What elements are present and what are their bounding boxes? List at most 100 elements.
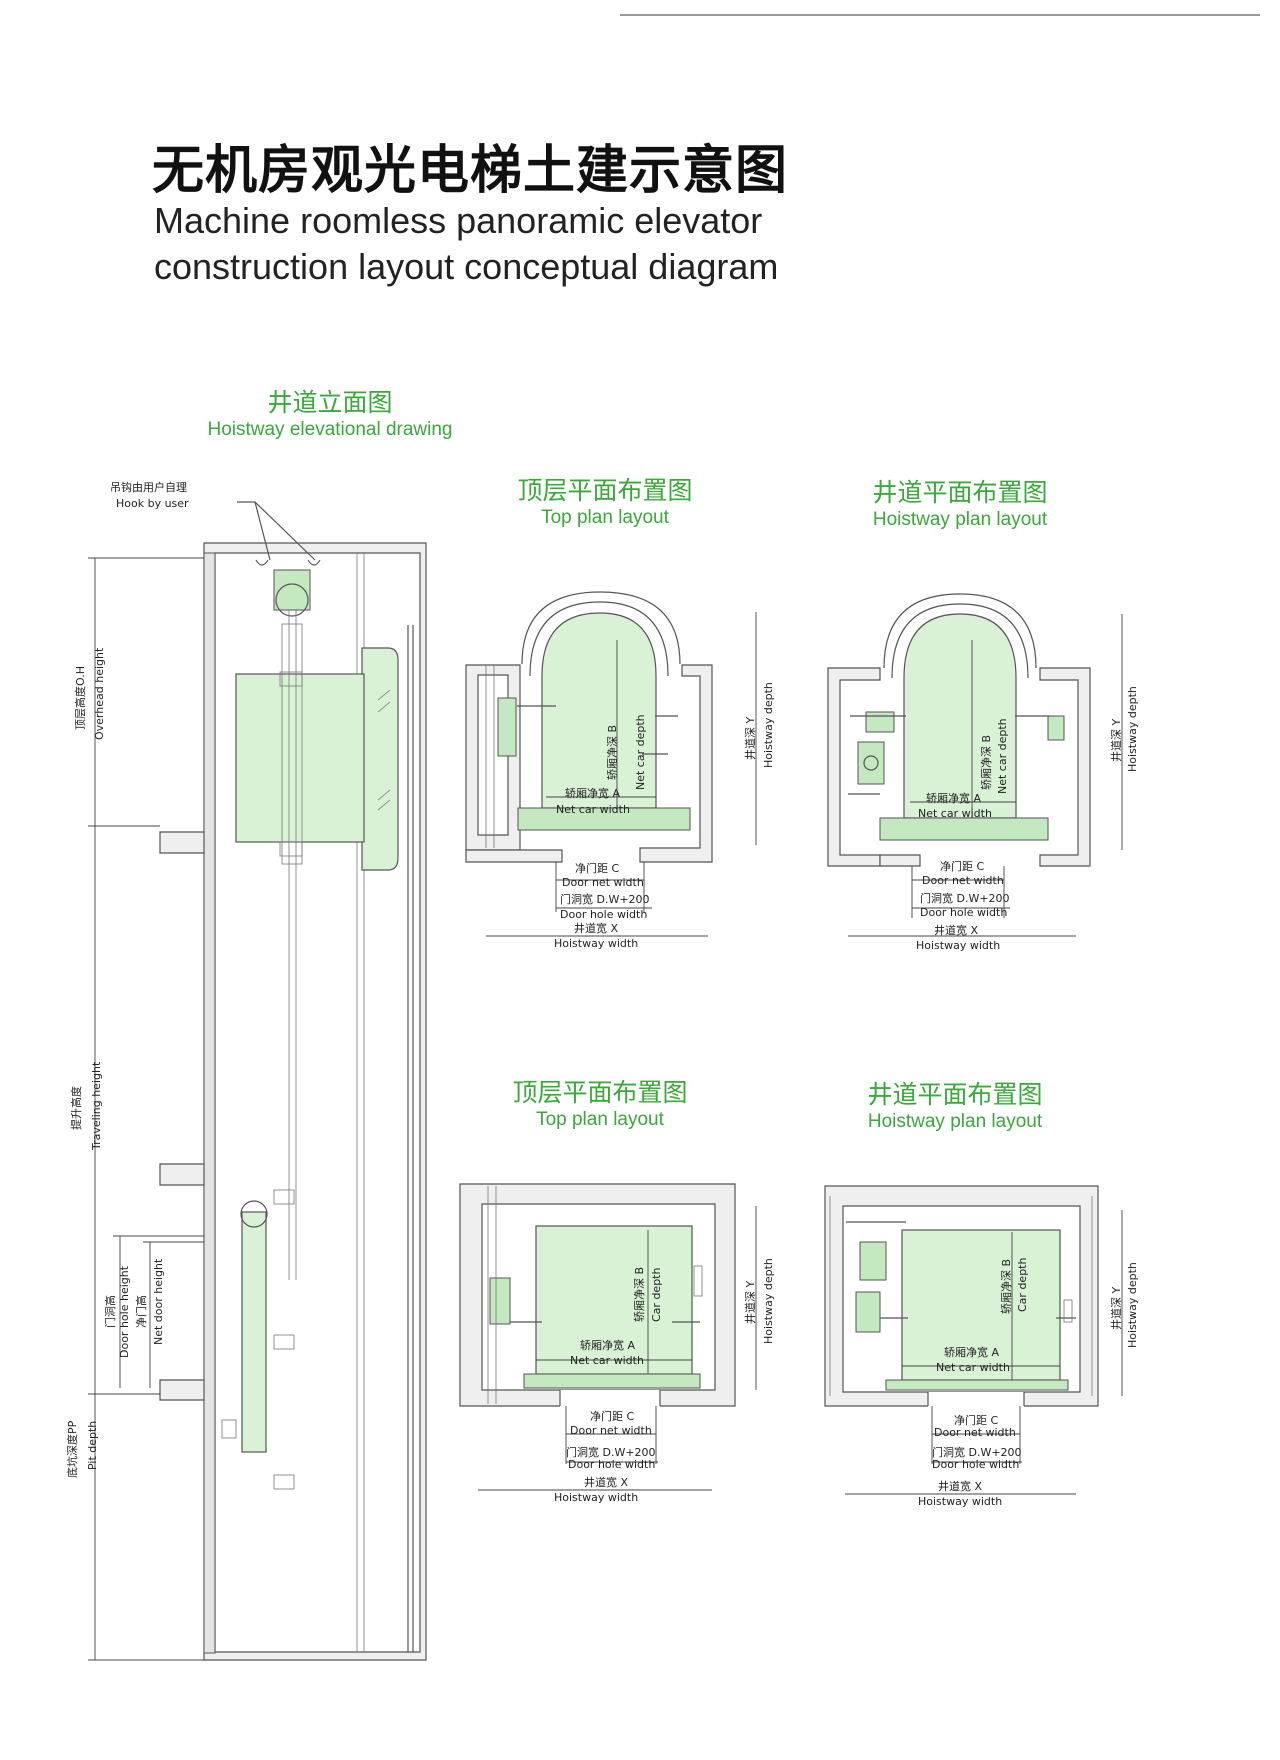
section-top-plan-1-title-cn: 顶层平面布置图 [517,476,693,505]
top-plan-1-right-wall [639,664,713,863]
overhead-label-cn: 顶层高度O.H [73,666,87,730]
section-hoistway-plan-1-heading: 井道平面布置图 Hoistway plan layout [845,478,1075,532]
top-plan-2-door-operator [693,1265,703,1297]
elevation-floor-slab-pit [159,1379,205,1401]
top-plan-2-car-sill [523,1373,701,1389]
elevation-buffer-2 [273,1334,295,1350]
net-door-label-cn: 净门高 [134,1295,148,1328]
hook-symbol-2 [307,559,321,566]
door-hole-label-cn: 门洞高 [103,1295,117,1328]
hoistway-plan-1-machine [865,711,895,733]
hoistway-plan-1-sheave [863,755,879,771]
glass-hatch-1 [377,689,391,701]
top-plan-2-hoistway-depth-cn: 井道深 Y [743,1281,757,1324]
section-hoistway-plan-2-title-cn: 井道平面布置图 [867,1080,1043,1109]
glass-hatch-2 [377,701,391,713]
hook-label-cn: 吊钩由用户自理 [110,480,187,494]
hoistway-plan-1-hoistway-width-en: Hoistway width [916,939,1000,952]
section-top-plan-2-title-en: Top plan layout [536,1109,664,1130]
section-hoistway-plan-2-title-en: Hoistway plan layout [867,1111,1043,1132]
elevation-counterweight-sheave [240,1200,268,1228]
hoistway-plan-1-net-car-width-cn: 轿厢净宽 A [926,791,981,805]
door-hole-label-en: Door hole height [118,1265,131,1358]
hoistway-plan-1-rail-bracket [1047,715,1065,741]
hook-symbol-1 [255,559,269,566]
top-plan-1-glass-arc-outer [521,591,681,665]
top-plan-1-door-hole-width-cn: 门洞宽 D.W+200 [560,892,650,906]
hoistway-plan-1-counterweight [857,741,885,785]
hoistway-plan-1-left-wall [827,667,881,867]
hoistway-plan-1-net-car-depth-cn: 轿厢净深 B [979,735,993,790]
hoistway-plan-2-door-hole-width-en: Door hole width [932,1458,1019,1471]
top-plan-2-door-net-width-cn: 净门距 C [590,1409,634,1423]
elevation-floor-slab-top [159,831,205,854]
hoistway-plan-2-net-car-width-en: Net car width [936,1361,1010,1374]
overhead-label-en: Overhead height [93,647,106,740]
top-plan-2-car-depth-en: Car depth [650,1268,663,1322]
hoistway-plan-1-net-car-depth-en: Net car depth [996,718,1009,794]
elevation-bracket [279,671,303,687]
hoistway-plan-1-door-hole-width-en: Door hole width [920,906,1007,919]
section-hoistway-plan-1-title-cn: 井道平面布置图 [872,478,1048,507]
section-top-plan-1-title-en: Top plan layout [541,507,669,528]
top-plan-1-hoistway-width-en: Hoistway width [554,937,638,950]
section-elevation-heading: 井道立面图 Hoistway elevational drawing [190,388,470,442]
hoistway-plan-1-door-net-width-en: Door net width [922,874,1004,887]
hoistway-plan-2-door-operator [1063,1299,1073,1323]
hoistway-plan-1-car [903,613,1017,819]
scan-edge-line [620,14,1260,16]
section-elevation-title-en: Hoistway elevational drawing [207,419,453,440]
top-plan-1 [465,591,757,937]
top-plan-2-door-hole-width-en: Door hole width [568,1458,655,1471]
hoistway-plan-2-door-hole-width-cn: 门洞宽 D.W+200 [932,1445,1022,1459]
elevation-car [235,673,365,843]
hoistway-plan-2-hoistway-depth-en: Hoistway depth [1126,1262,1139,1348]
hoistway-plan-2-machine [859,1241,887,1281]
elevation-sheave [275,583,309,617]
hoistway-plan-1-hoistway-depth-cn: 井道深 Y [1109,719,1123,762]
section-top-plan-2-title-cn: 顶层平面布置图 [512,1078,688,1107]
glass-hatch-3 [377,789,391,801]
elevation-buffer-1 [273,1189,295,1205]
glass-hatch-4 [377,799,391,811]
elevation-bracket-2 [279,841,303,857]
section-hoistway-plan-2-heading: 井道平面布置图 Hoistway plan layout [840,1080,1070,1134]
top-plan-1-hoistway-depth-cn: 井道深 Y [743,717,757,760]
hoistway-plan-2-car-depth-en: Car depth [1016,1258,1029,1312]
hoistway-plan-1-net-car-width-en: Net car width [918,807,992,820]
section-hoistway-plan-1-title-en: Hoistway plan layout [872,509,1048,530]
section-top-plan-2-heading: 顶层平面布置图 Top plan layout [485,1078,715,1132]
hoistway-plan-2-net-car-width-cn: 轿厢净宽 A [944,1345,999,1359]
top-plan-1-front-wall-left [465,849,563,863]
top-plan-2-door-net-width-en: Door net width [570,1424,652,1437]
hoistway-plan-2-car [901,1229,1061,1381]
hoistway-plan-1-front-wall [879,854,921,867]
top-plan-2 [459,1183,757,1491]
hoistway-plan-2-walls [824,1185,1099,1407]
page-title-en-line2: construction layout conceptual diagram [154,246,779,287]
hoistway-plan-1-door-net-width-cn: 净门距 C [940,859,984,873]
hoistway-plan-2-hoistway-width-cn: 井道宽 X [938,1479,982,1493]
pit-label-cn: 底坑深度PP [65,1420,79,1478]
hoistway-plan-1-glass-arc [891,603,1029,679]
hook-leader-lines [237,501,316,561]
top-plan-1-car-sill [517,807,691,831]
elevation-buffer-3 [273,1474,295,1490]
top-plan-2-car [535,1225,693,1375]
hoistway-plan-1-door-hole-width-cn: 门洞宽 D.W+200 [920,891,1010,905]
top-plan-2-door-hole-width-cn: 门洞宽 D.W+200 [566,1445,656,1459]
top-plan-1-hoistway-depth-en: Hoistway depth [762,682,775,768]
top-plan-1-door-net-width-en: Door net width [562,876,644,889]
top-plan-2-net-car-width-en: Net car width [570,1354,644,1367]
hook-label-en: Hook by user [116,497,189,510]
hoistway-plan-1-hoistway-depth-en: Hoistway depth [1126,686,1139,772]
elevation-car-window [361,647,399,871]
top-plan-2-hoistway-width-en: Hoistway width [554,1491,638,1504]
top-plan-1-walls [465,664,521,851]
top-plan-2-hoistway-width-cn: 井道宽 X [584,1475,628,1489]
net-door-label-en: Net door height [152,1258,165,1345]
hoistway-plan-2-counterweight [855,1291,881,1333]
pit-label-en: Pit depth [86,1421,99,1470]
top-plan-1-net-car-width-en: Net car width [556,803,630,816]
